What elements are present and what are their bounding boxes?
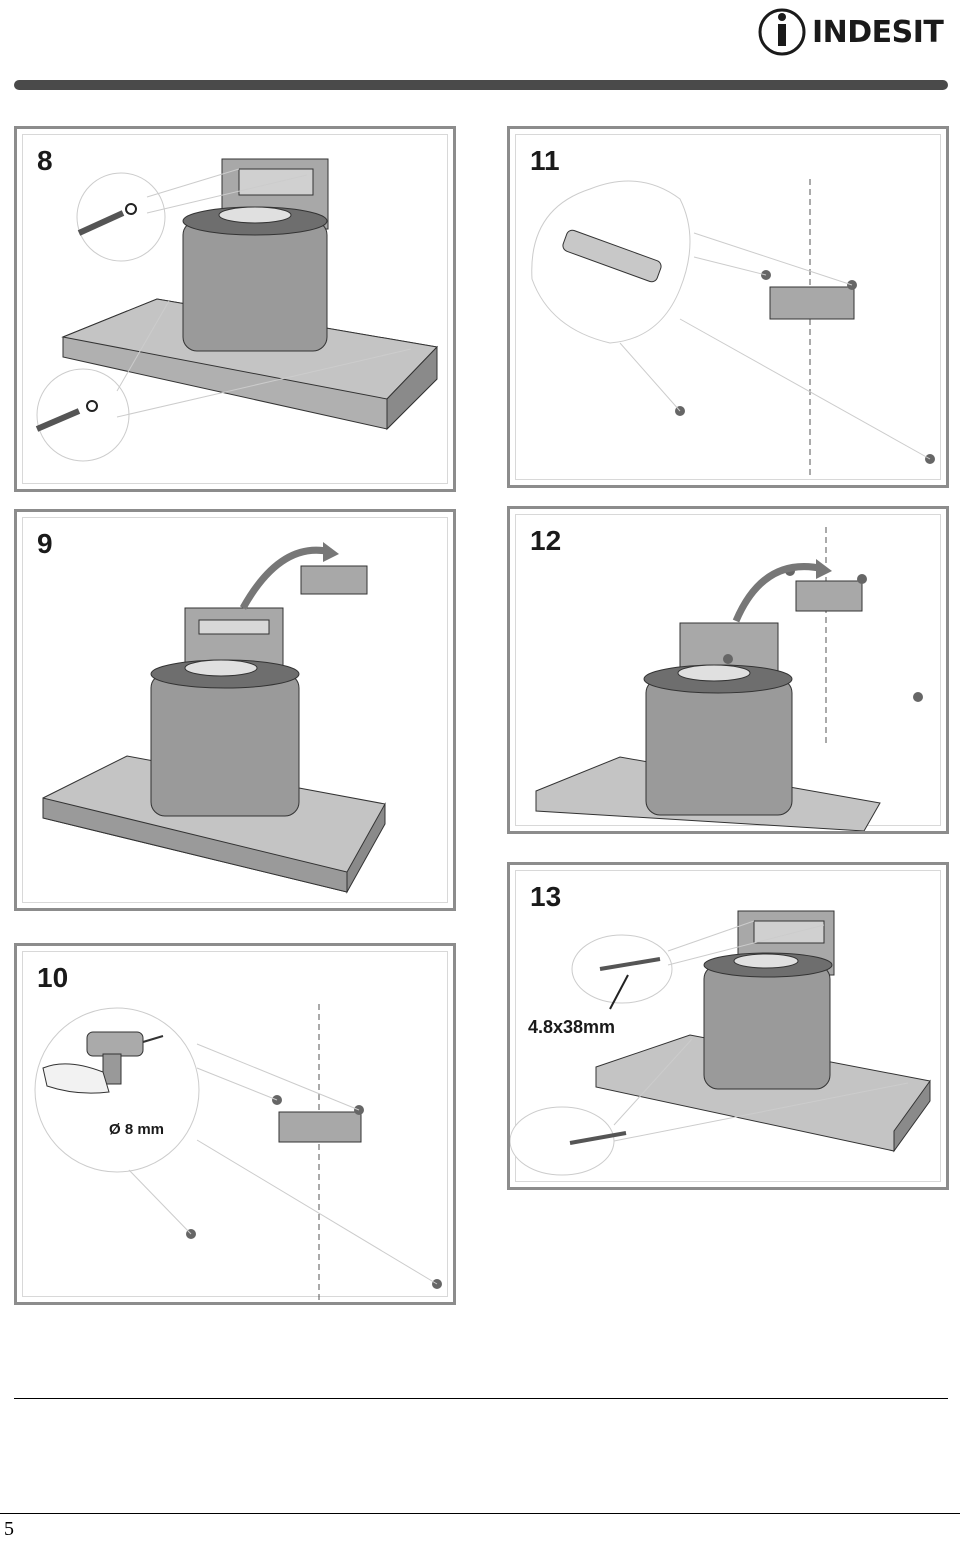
step-number: 10 <box>37 962 69 993</box>
step-number: 11 <box>530 145 560 176</box>
step-9-panel: 9 <box>14 509 456 911</box>
section-divider <box>14 1398 948 1399</box>
brand-name: INDESIT <box>812 15 944 50</box>
step-number: 8 <box>37 145 53 176</box>
step-9-illustration <box>42 542 386 894</box>
screw-size-label: 4.8x38mm <box>528 1017 615 1037</box>
step-12-illustration <box>535 527 923 831</box>
page-number: 5 <box>4 1518 14 1540</box>
step-number: 9 <box>37 528 53 559</box>
step-13-illustration: 4.8x38mm <box>510 910 931 1176</box>
step-8-panel: 8 <box>14 126 456 492</box>
brand-logo-mark <box>758 8 806 56</box>
step-13-panel: 13 4.8x38mm <box>507 862 949 1190</box>
step-11-panel: 11 <box>507 126 949 488</box>
step-number: 12 <box>530 525 562 556</box>
footer-divider <box>0 1513 960 1514</box>
step-10-illustration: Ø 8 mm <box>34 1004 442 1302</box>
step-number: 13 <box>530 881 562 912</box>
step-11-illustration <box>531 179 935 479</box>
drill-size-label: Ø 8 mm <box>109 1121 164 1138</box>
brand-logo: INDESIT <box>756 6 948 56</box>
header-bar <box>14 80 948 90</box>
step-12-panel: 12 <box>507 506 949 834</box>
step-10-panel: 10 Ø 8 mm <box>14 943 456 1305</box>
step-8-illustration <box>35 158 439 462</box>
